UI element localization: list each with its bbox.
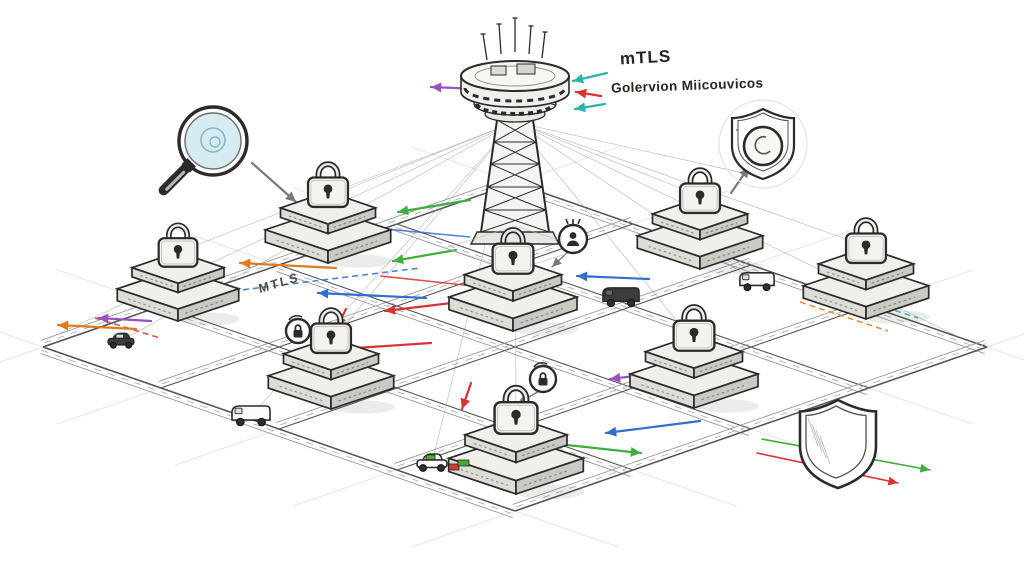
flow-arrow — [56, 320, 138, 331]
vehicle-car — [107, 332, 135, 349]
vehicle-van — [231, 405, 271, 427]
padlock-node — [114, 222, 242, 326]
padlock-node — [262, 161, 394, 268]
flow-arrow — [573, 102, 607, 113]
watchtower — [443, 17, 587, 271]
shield-outline-icon — [798, 398, 878, 490]
flow-arrow — [391, 248, 458, 265]
padlock-node — [634, 167, 766, 274]
lock-badge-icon — [284, 314, 312, 345]
flow-arrow — [556, 442, 643, 457]
flow-arrow — [96, 313, 153, 324]
padlock-node — [800, 217, 932, 324]
padlock-node — [445, 384, 587, 500]
padlock-node — [627, 304, 761, 413]
shield-emblem-icon — [718, 99, 808, 189]
user-badge-icon — [557, 218, 589, 255]
vehicle-truck — [602, 287, 640, 308]
flow-arrow — [460, 381, 473, 411]
vehicle-van — [739, 272, 775, 292]
flow-arrow — [238, 258, 338, 270]
padlock-node — [446, 227, 580, 336]
flow-arrow — [250, 161, 298, 204]
traffic-streak — [799, 301, 889, 332]
lock-badge-icon — [528, 361, 558, 394]
padlock-node — [265, 307, 397, 414]
mtls-label: mTLS — [619, 46, 672, 69]
vehicle-car — [416, 453, 470, 472]
flow-arrow — [575, 271, 651, 282]
flow-arrow — [396, 198, 472, 216]
flow-arrow — [604, 419, 702, 437]
flow-arrow — [574, 88, 603, 99]
flow-arrow — [316, 288, 428, 300]
traffic-streak — [232, 267, 421, 292]
magnifier-icon — [158, 105, 249, 196]
flow-arrow — [571, 71, 609, 84]
